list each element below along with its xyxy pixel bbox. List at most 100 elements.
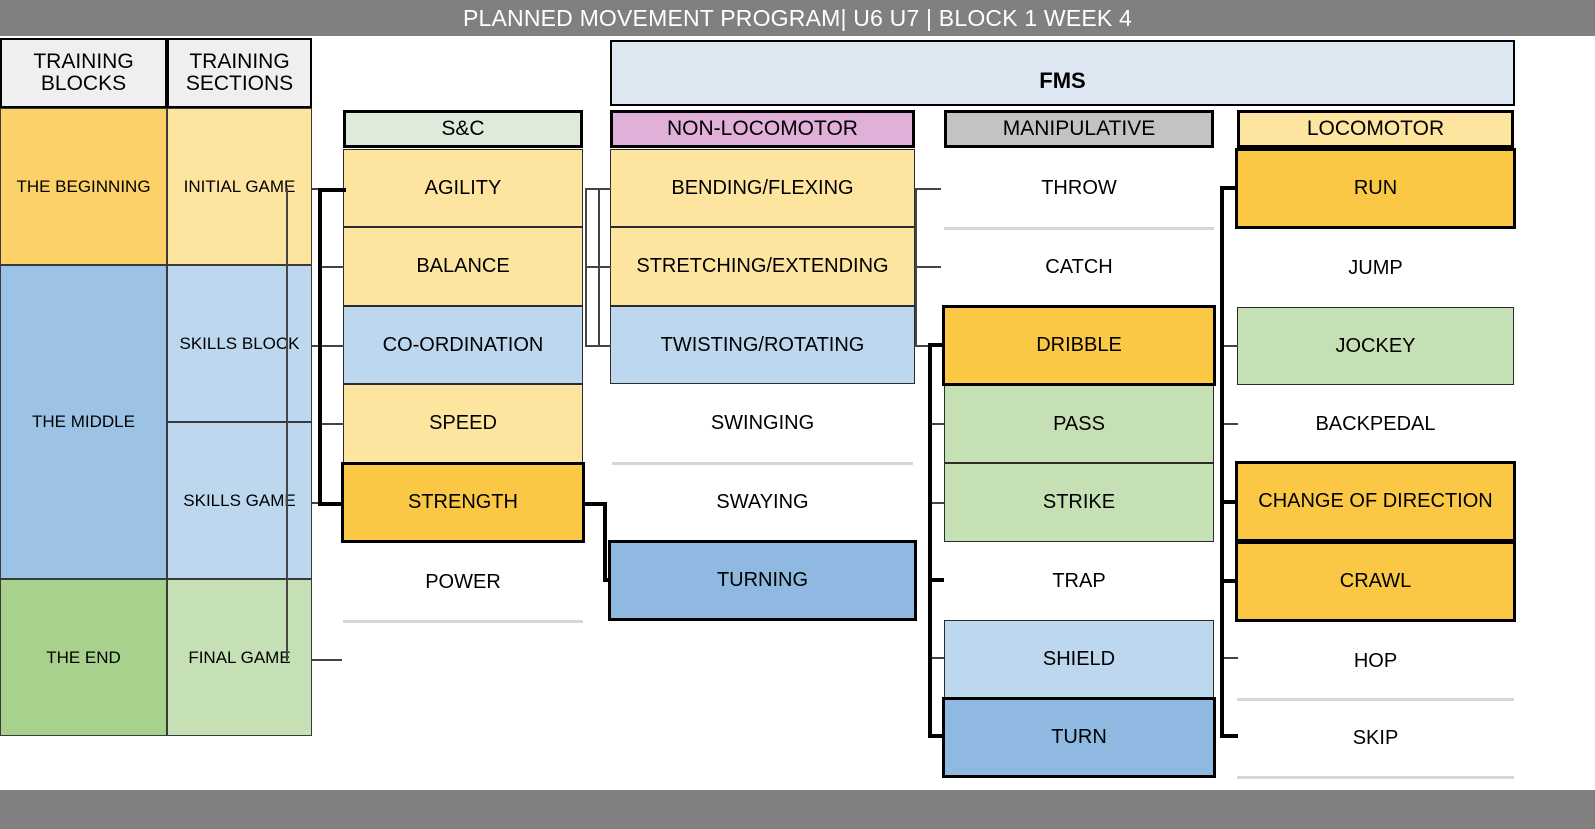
item-strength[interactable]: STRENGTH (341, 462, 585, 543)
category-header-label: NON-LOCOMOTOR (667, 116, 858, 140)
bracket-line (1220, 500, 1238, 504)
item-crawl[interactable]: CRAWL (1235, 541, 1516, 622)
item-stretching-extending[interactable]: STRETCHING/EXTENDING (610, 227, 915, 306)
connector-line (915, 188, 917, 346)
page-bottom-bar (0, 790, 1595, 829)
item-agility[interactable]: AGILITY (343, 149, 583, 227)
bracket-line (318, 188, 346, 192)
item-label: CRAWL (1339, 570, 1412, 592)
category-header-non-locomotor[interactable]: NON-LOCOMOTOR (610, 110, 915, 148)
item-speed[interactable]: SPEED (343, 384, 583, 463)
item-hop[interactable]: HOP (1237, 622, 1514, 700)
item-bending-flexing[interactable]: BENDING/FLEXING (610, 149, 915, 227)
training-block-the-beginning[interactable]: THE BEGINNING (0, 108, 167, 265)
row-separator (612, 462, 913, 465)
item-turn[interactable]: TURN (942, 697, 1216, 778)
item-label: CHANGE OF DIRECTION (1258, 490, 1493, 512)
item-shield[interactable]: SHIELD (944, 620, 1214, 698)
page-title: PLANNED MOVEMENT PROGRAM| U6 U7 | BLOCK … (462, 4, 1133, 31)
item-twisting-rotating[interactable]: TWISTING/ROTATING (610, 306, 915, 384)
item-label: SKIP (1352, 726, 1399, 749)
item-label: TURNING (716, 569, 809, 591)
item-backpedal[interactable]: BACKPEDAL (1237, 385, 1514, 463)
item-label: DRIBBLE (1036, 334, 1122, 356)
item-label: CO-ORDINATION (382, 333, 544, 356)
item-skip[interactable]: SKIP (1237, 699, 1514, 777)
item-label: STRENGTH (408, 491, 518, 513)
item-run[interactable]: RUN (1235, 148, 1516, 229)
item-pass[interactable]: PASS (944, 385, 1214, 463)
bracket-line (928, 343, 944, 347)
connector-line (1224, 345, 1238, 347)
category-header-label: LOCOMOTOR (1306, 116, 1445, 140)
row-separator (1237, 698, 1514, 701)
training-block-label: THE BEGINNING (16, 176, 151, 196)
item-label: JOCKEY (1335, 334, 1416, 357)
connector-line (322, 345, 344, 347)
training-section-skills-block[interactable]: SKILLS BLOCK (167, 265, 312, 422)
item-label: BALANCE (416, 255, 510, 277)
item-label: HOP (1353, 649, 1398, 672)
connector-line (932, 423, 944, 425)
bracket-line (1220, 188, 1224, 734)
item-balance[interactable]: BALANCE (343, 227, 583, 306)
item-label: POWER (425, 570, 501, 593)
training-sections-header-line2: SECTIONS (185, 72, 294, 95)
connector-line (286, 188, 288, 661)
item-label: CATCH (1045, 255, 1113, 278)
item-trap[interactable]: TRAP (944, 542, 1214, 620)
connector-line (915, 266, 941, 268)
connector-line (915, 188, 941, 190)
item-swinging[interactable]: SWINGING (610, 384, 915, 463)
category-header-label: S&C (441, 116, 485, 140)
connector-line (322, 423, 344, 425)
item-label: RUN (1353, 177, 1398, 199)
bracket-line (603, 502, 607, 582)
item-label: STRETCHING/EXTENDING (636, 255, 889, 277)
item-label: PASS (1053, 412, 1105, 435)
connector-line (1224, 423, 1238, 425)
fms-banner: FMS (610, 40, 1515, 106)
bracket-line (1220, 579, 1238, 583)
item-co-ordination[interactable]: CO-ORDINATION (343, 306, 583, 384)
training-section-label: FINAL GAME (188, 647, 291, 667)
item-power[interactable]: POWER (343, 543, 583, 621)
category-header-manipulative[interactable]: MANIPULATIVE (944, 110, 1214, 148)
item-throw[interactable]: THROW (944, 149, 1214, 227)
item-label: THROW (1041, 176, 1117, 199)
training-section-skills-game[interactable]: SKILLS GAME (167, 422, 312, 579)
bracket-line (1220, 734, 1238, 738)
training-block-label: THE MIDDLE (32, 412, 135, 432)
item-catch[interactable]: CATCH (944, 228, 1214, 306)
connector-line (312, 659, 342, 661)
row-separator (1237, 776, 1514, 779)
row-separator (944, 227, 1214, 230)
item-label: SWAYING (716, 490, 809, 513)
training-block-the-end[interactable]: THE END (0, 579, 167, 736)
item-jump[interactable]: JUMP (1237, 229, 1514, 307)
item-label: JUMP (1348, 256, 1403, 279)
item-label: BENDING/FLEXING (671, 176, 854, 199)
item-change-of-direction[interactable]: CHANGE OF DIRECTION (1235, 461, 1516, 542)
training-sections-header-line1: TRAINING (189, 49, 290, 73)
training-section-final-game[interactable]: FINAL GAME (167, 579, 312, 736)
item-strike[interactable]: STRIKE (944, 463, 1214, 542)
bracket-line (928, 345, 932, 737)
training-block-the-middle[interactable]: THE MIDDLE (0, 265, 167, 579)
connector-line (598, 188, 600, 346)
item-swaying[interactable]: SWAYING (610, 463, 915, 541)
item-jockey[interactable]: JOCKEY (1237, 307, 1514, 385)
training-section-label: INITIAL GAME (183, 176, 296, 196)
item-dribble[interactable]: DRIBBLE (942, 305, 1216, 386)
training-section-initial-game[interactable]: INITIAL GAME (167, 108, 312, 265)
page-title-bar: PLANNED MOVEMENT PROGRAM| U6 U7 | BLOCK … (0, 0, 1595, 36)
bracket-line (318, 188, 322, 506)
category-header-label: MANIPULATIVE (1002, 116, 1156, 140)
connector-line (322, 266, 344, 268)
item-turning[interactable]: TURNING (608, 540, 917, 621)
item-label: TRAP (1052, 569, 1106, 592)
category-header-sc[interactable]: S&C (343, 110, 583, 148)
category-header-locomotor[interactable]: LOCOMOTOR (1237, 110, 1514, 148)
training-sections-header: TRAINING SECTIONS (167, 38, 312, 108)
